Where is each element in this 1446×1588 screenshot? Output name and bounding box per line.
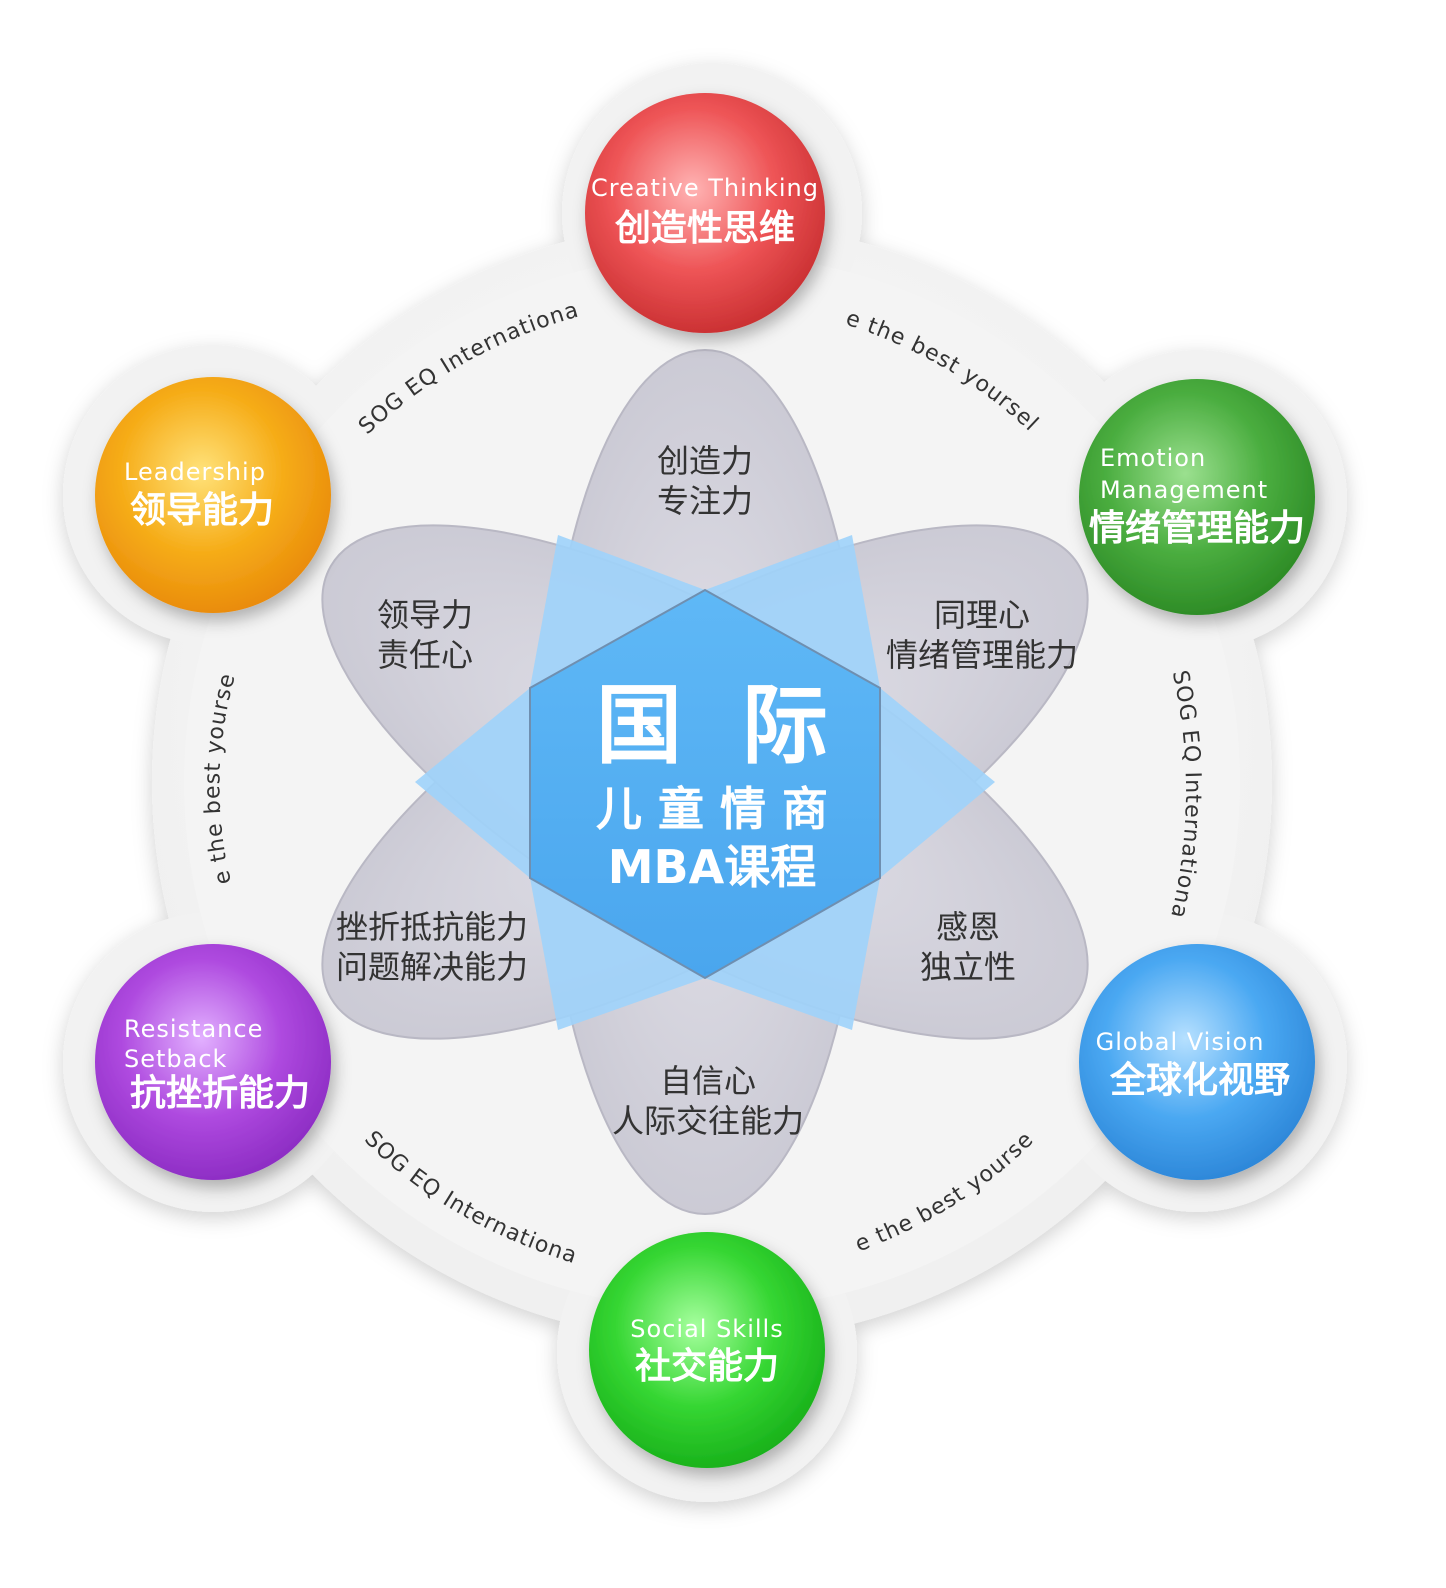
node-emotion-management-zh: 情绪管理能力 [1089,508,1305,549]
node-resistance-setback [95,944,331,1180]
flower [321,349,1089,1215]
petal-bottom-line2: 人际交往能力 [612,1102,804,1140]
petal-upper-right-line2: 情绪管理能力 [886,636,1078,674]
petal-lower-right-line2: 独立性 [920,948,1016,986]
center-title-line2: 儿 童 情 商 [596,782,828,836]
center-title-line3: MBA课程 [608,840,816,894]
blue-sphere-icon [1079,944,1315,1180]
petal-upper-right-line1: 同理心 [934,596,1030,634]
node-resistance-setback-en-line1: Resistance [124,1015,263,1043]
node-creative-thinking-zh: 创造性思维 [615,208,795,249]
petal-top-line2: 专注力 [657,482,753,520]
node-creative-thinking-en: Creative Thinking [591,174,819,202]
node-leadership [95,377,331,613]
petal-labels: 创造力 专注力 同理心 情绪管理能力 感恩 独立性 自信心 人际交往能力 挫折抵… [336,442,1078,1140]
petal-top-line1: 创造力 [657,442,753,480]
petal-upper-left-line1: 领导力 [377,596,473,634]
node-emotion-management [1079,379,1315,615]
node-global-vision-zh: 全球化视野 [1109,1059,1290,1101]
purple-sphere-icon [95,944,331,1180]
petal-lower-left-line1: 挫折抵抗能力 [336,908,528,946]
node-global-vision [1079,944,1315,1180]
petal-lower-right-line1: 感恩 [936,908,1000,946]
green-sphere-icon [1079,379,1315,615]
node-global-vision-en: Global Vision [1096,1028,1265,1056]
petal-lower-left-line2: 问题解决能力 [336,948,528,986]
node-creative-thinking [585,93,825,333]
node-leadership-en: Leadership [124,458,266,486]
orange-sphere-icon [95,377,331,613]
node-social-skills [589,1232,825,1468]
petal-upper-left-line2: 责任心 [377,636,473,674]
node-resistance-setback-en-line2: Setback [124,1045,227,1073]
node-emotion-management-en-line1: Emotion [1100,444,1206,472]
center-title-line1: 国 际 [596,676,828,776]
node-social-skills-zh: 社交能力 [635,1345,779,1387]
petal-bottom-line1: 自信心 [660,1062,756,1100]
node-resistance-setback-zh: 抗挫折能力 [130,1072,310,1114]
center-title: 国 际 儿 童 情 商 MBA课程 [596,676,828,894]
center-hexagon [529,588,881,980]
node-social-skills-en: Social Skills [630,1315,783,1343]
node-leadership-zh: 领导能力 [130,490,274,531]
node-emotion-management-en-line2: Management [1100,476,1268,504]
lime-sphere-icon [589,1232,825,1468]
red-sphere-icon [585,93,825,333]
